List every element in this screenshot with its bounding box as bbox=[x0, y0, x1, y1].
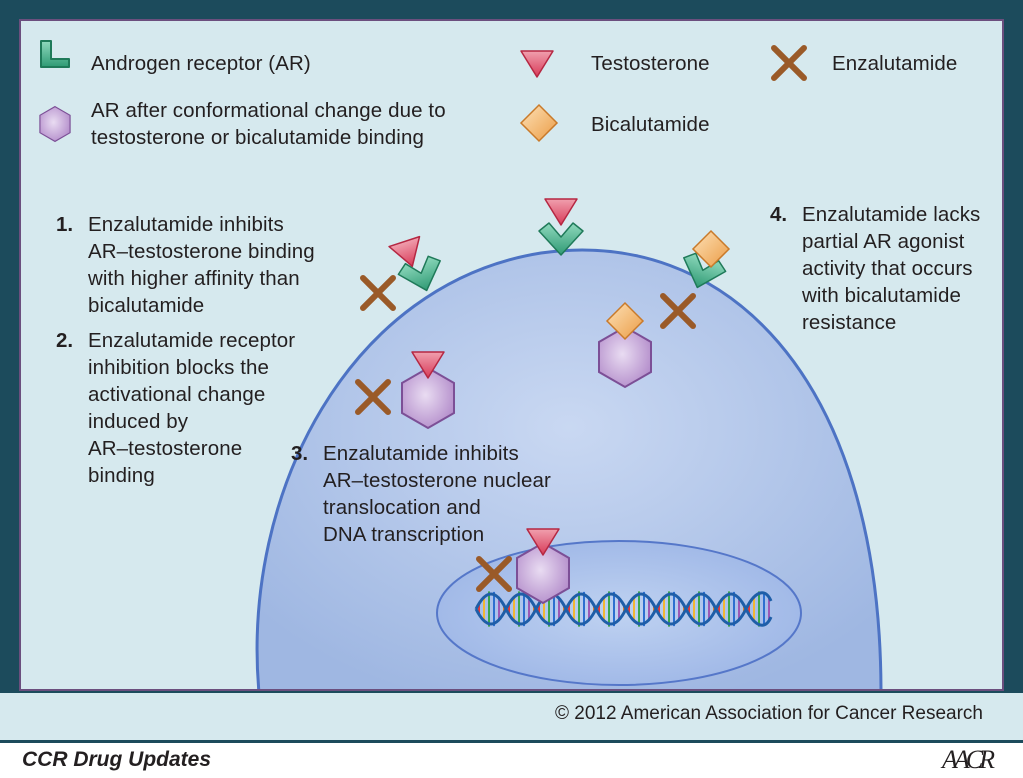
legend-androgen-receptor-label: Androgen receptor (AR) bbox=[91, 52, 311, 75]
step4-text: Enzalutamide lacks partial AR agonist ac… bbox=[802, 203, 981, 334]
aacr-logo: AACR bbox=[942, 745, 995, 774]
enzalutamide-legend-icon bbox=[774, 48, 804, 78]
legend-ar-conformational-label: AR after conformational change due to te… bbox=[91, 99, 446, 149]
step1-enzalutamide-icon bbox=[363, 278, 393, 308]
top-testosterone-icon bbox=[544, 198, 578, 226]
copyright-notice: © 2012 American Association for Cancer R… bbox=[555, 703, 983, 724]
bicalutamide-legend-icon bbox=[520, 104, 558, 142]
legend-bicalutamide-label: Bicalutamide bbox=[591, 113, 710, 136]
legend-testosterone-label: Testosterone bbox=[591, 52, 710, 75]
ar-conformational-legend-icon bbox=[39, 106, 71, 142]
androgen-receptor-legend-icon bbox=[40, 40, 70, 68]
footer-bar: CCR Drug Updates AACR bbox=[0, 740, 1023, 778]
step1-text: Enzalutamide inhibits AR–testosterone bi… bbox=[88, 213, 315, 317]
copyright-band bbox=[0, 693, 1023, 740]
step2-text: Enzalutamide receptor inhibition blocks … bbox=[88, 329, 296, 487]
footer-title: CCR Drug Updates bbox=[22, 748, 212, 771]
legend-enzalutamide-label: Enzalutamide bbox=[832, 52, 958, 75]
step3-number: 3. bbox=[291, 442, 309, 465]
step2-number: 2. bbox=[56, 329, 74, 352]
step1-number: 1. bbox=[56, 213, 74, 236]
diagram-graphic bbox=[39, 40, 883, 689]
diagram-panel: Androgen receptor (AR) AR after conforma… bbox=[19, 19, 1004, 691]
step4-number: 4. bbox=[770, 203, 788, 226]
testosterone-legend-icon bbox=[520, 50, 554, 78]
step3-text: Enzalutamide inhibits AR–testosterone nu… bbox=[323, 442, 551, 546]
